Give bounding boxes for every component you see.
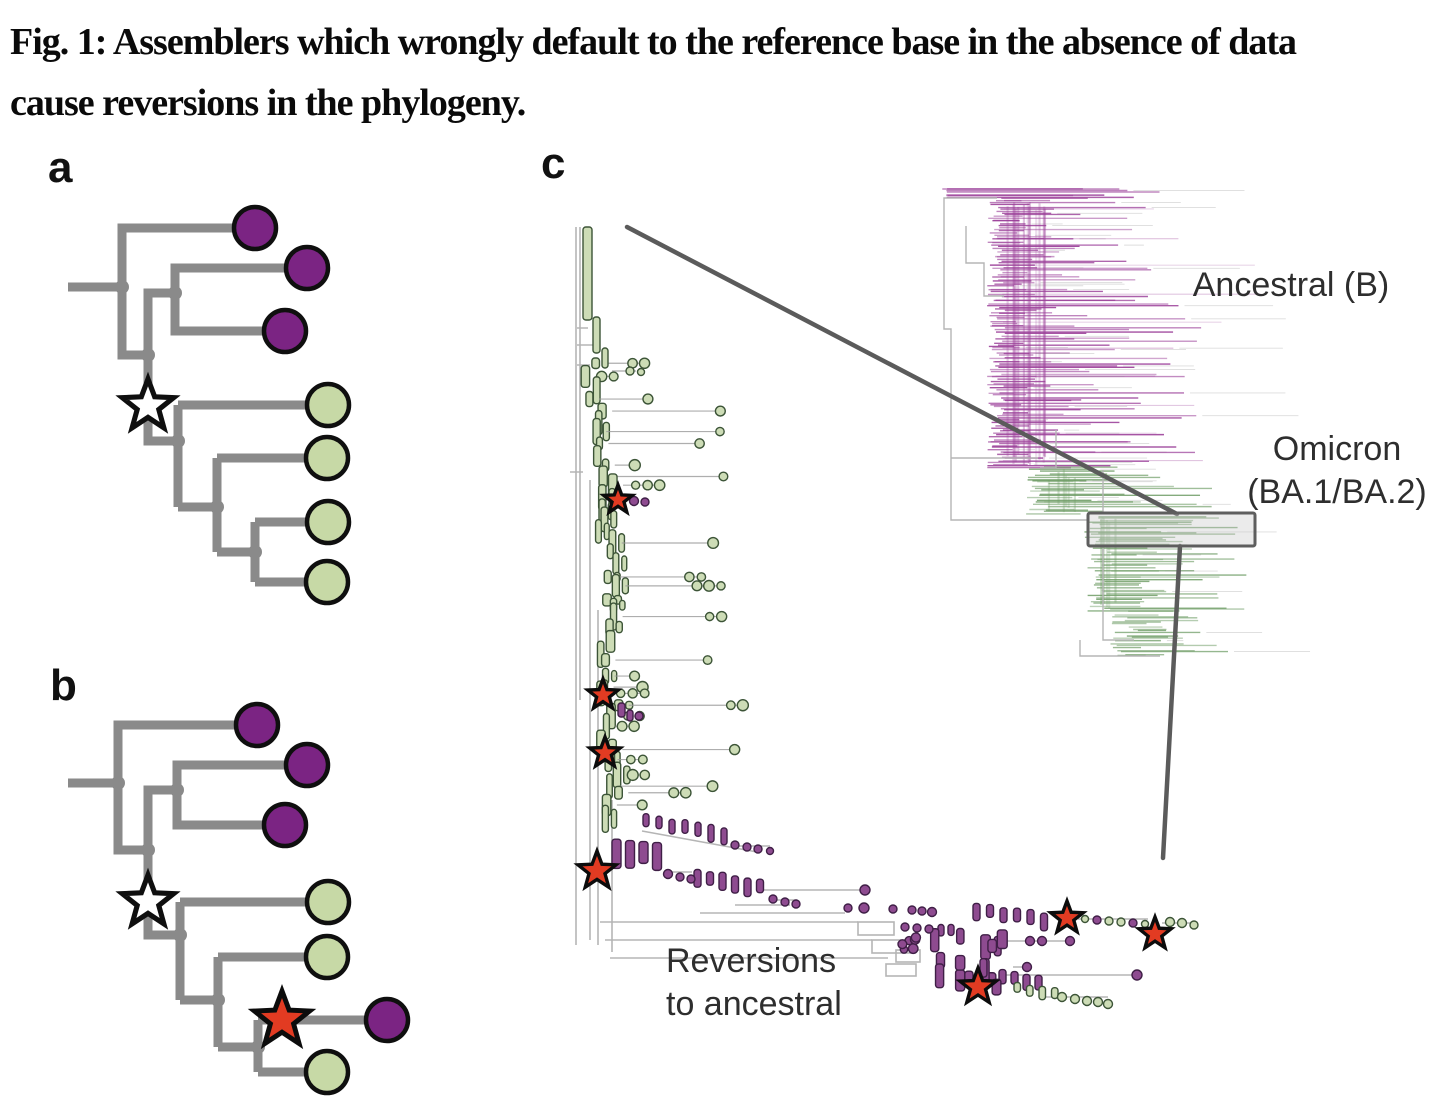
annotation-reversions-line2: to ancestral (666, 985, 842, 1023)
purple-tip (261, 801, 309, 849)
green-tip (303, 434, 351, 482)
inset-highlight-box (1086, 511, 1257, 548)
zoom-connector-line-bottom (1160, 543, 1183, 861)
green-tip (304, 878, 352, 926)
reversion-star-markers (578, 485, 1171, 1002)
green-tip (303, 933, 351, 981)
red-star-icon (578, 851, 616, 887)
panel-b-tree (68, 701, 411, 1096)
annotation-reversions-line1: Reversions (666, 942, 837, 980)
panel-a-tree (68, 204, 352, 606)
zoom-tree-purple-reversion-clade (611, 812, 1059, 1001)
figure-title: Fig. 1: Assemblers which wrongly default… (10, 12, 1297, 134)
purple-tip (233, 701, 281, 749)
panel-c-phylogeny (530, 188, 1311, 1114)
red-star-icon (254, 991, 309, 1043)
tree-b-node-dots (111, 776, 265, 1054)
annotation-omicron: Omicron (BA.1/BA.2) (1236, 428, 1438, 514)
purple-tip (283, 741, 331, 789)
green-tip (303, 558, 351, 606)
annotation-omicron-line2: (BA.1/BA.2) (1247, 473, 1427, 511)
purple-reversion-tip (363, 996, 411, 1044)
panel-a-label: a (48, 143, 73, 192)
inset-tree-tip-strokes (942, 188, 1311, 657)
green-tip (304, 381, 352, 429)
tree-a-node-dots (115, 280, 262, 559)
annotation-omicron-line1: Omicron (1272, 430, 1402, 468)
panel-c-label: c (541, 139, 566, 188)
figure-title-line2: cause reversions in the phylogeny. (10, 82, 526, 124)
purple-tip (261, 307, 309, 355)
purple-tip (231, 204, 279, 252)
green-tip (304, 498, 352, 546)
zoom-tree-skeleton (570, 227, 1195, 998)
purple-tip (283, 244, 331, 292)
zoom-connector-line-top (624, 224, 1180, 517)
zoom-tree-tip-circles (625, 366, 1199, 1010)
tree-b-tips (233, 701, 411, 1096)
red-star-icon (1051, 901, 1083, 932)
annotation-reversions: Reversions to ancestral (666, 940, 842, 1026)
green-tip (303, 1048, 351, 1096)
tree-a-tips (231, 204, 352, 606)
panel-b-label: b (50, 661, 77, 710)
annotation-ancestral: Ancestral (B) (1192, 266, 1390, 304)
figure-title-line1: Fig. 1: Assemblers which wrongly default… (10, 21, 1297, 63)
